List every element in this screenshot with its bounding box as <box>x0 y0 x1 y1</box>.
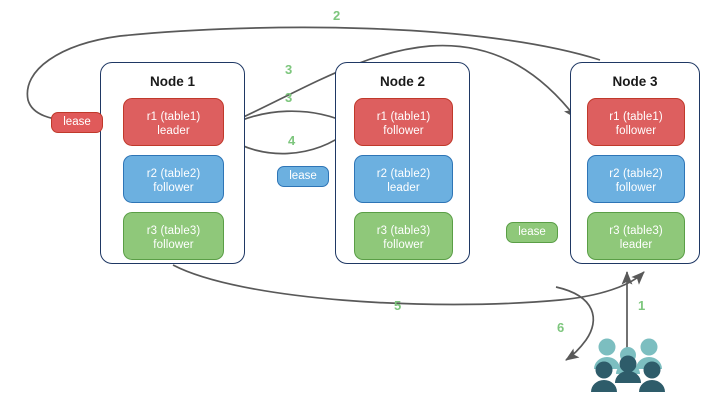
step-label-2: 2 <box>333 8 341 23</box>
node-card-node-1[interactable]: Node 1 r1 (table1) leader r2 (table2) fo… <box>100 62 245 264</box>
replica-r1-node-3[interactable]: r1 (table1) follower <box>587 98 685 146</box>
step-label-3b: 3 <box>285 90 293 105</box>
replica-role: follower <box>153 182 194 194</box>
replica-name: r2 (table2) <box>609 168 663 180</box>
node-card-node-2[interactable]: Node 2 r1 (table1) follower r2 (table2) … <box>335 62 470 264</box>
replica-name: r3 (table3) <box>609 225 663 237</box>
replica-r3-node-1[interactable]: r3 (table3) follower <box>123 212 224 260</box>
replica-r3-node-3[interactable]: r3 (table3) leader <box>587 212 685 260</box>
replica-name: r3 (table3) <box>376 225 431 237</box>
replica-role: leader <box>619 239 653 251</box>
replica-r3-node-2[interactable]: r3 (table3) follower <box>354 212 453 260</box>
replica-name: r1 (table1) <box>609 111 663 123</box>
replica-role: leader <box>157 125 190 137</box>
replica-name: r3 (table3) <box>146 225 201 237</box>
replica-role: follower <box>615 182 657 194</box>
step-label-6: 6 <box>557 320 565 335</box>
replica-role: follower <box>615 125 657 137</box>
replica-r2-node-3[interactable]: r2 (table2) follower <box>587 155 685 203</box>
replica-name: r1 (table1) <box>146 111 201 123</box>
lease-badge-table1[interactable]: lease <box>51 112 103 133</box>
step-label-1: 1 <box>638 298 646 313</box>
replica-name: r2 (table2) <box>376 168 431 180</box>
lease-badge-table2[interactable]: lease <box>277 166 329 187</box>
replica-role: follower <box>383 239 424 251</box>
arrow-step-5 <box>172 264 645 306</box>
replica-name: r1 (table1) <box>376 111 431 123</box>
replica-r2-node-1[interactable]: r2 (table2) follower <box>123 155 224 203</box>
step-label-4: 4 <box>288 133 296 148</box>
replica-r1-node-2[interactable]: r1 (table1) follower <box>354 98 453 146</box>
replica-role: follower <box>383 125 424 137</box>
replica-role: leader <box>387 182 420 194</box>
replica-name: r2 (table2) <box>146 168 201 180</box>
node-title: Node 2 <box>379 74 425 89</box>
replica-role: follower <box>153 239 194 251</box>
replica-r1-node-1[interactable]: r1 (table1) leader <box>123 98 224 146</box>
node-title: Node 1 <box>149 74 195 89</box>
lease-badge-table3[interactable]: lease <box>506 222 558 243</box>
node-title: Node 3 <box>612 74 658 89</box>
node-card-node-3[interactable]: Node 3 r1 (table1) follower r2 (table2) … <box>570 62 700 264</box>
step-label-5: 5 <box>394 298 402 313</box>
users-icon <box>591 338 665 392</box>
replica-r2-node-2[interactable]: r2 (table2) leader <box>354 155 453 203</box>
step-label-3a: 3 <box>285 62 293 77</box>
